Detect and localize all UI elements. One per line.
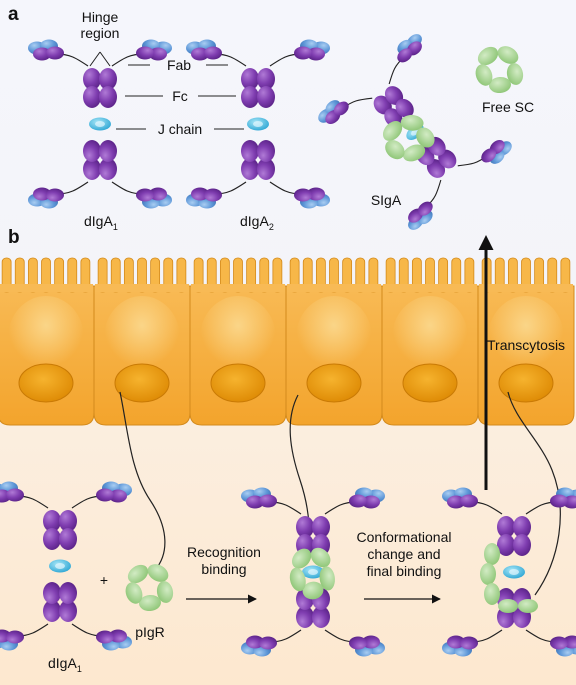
transcytosis-label: Transcytosis bbox=[487, 337, 565, 353]
recognition-label-line2: binding bbox=[201, 561, 246, 577]
epithelial-cell-layer bbox=[0, 257, 575, 426]
cell-nucleus bbox=[498, 363, 554, 403]
cell-nucleus bbox=[210, 363, 266, 403]
fab-label: Fab bbox=[167, 57, 191, 73]
cell-nucleus bbox=[114, 363, 170, 403]
pigr-tether-3 bbox=[507, 391, 561, 596]
cell-nucleus bbox=[306, 363, 362, 403]
pigr-label: pIgR bbox=[135, 624, 165, 640]
cell-nucleus bbox=[18, 363, 74, 403]
pigr-tether-1 bbox=[119, 391, 166, 571]
conformational-label-line3: final binding bbox=[367, 563, 442, 579]
hinge-label-line2: region bbox=[81, 25, 120, 41]
hinge-label-line1: Hinge bbox=[82, 9, 119, 25]
panel-a-label: a bbox=[8, 4, 19, 25]
hinge-pointer bbox=[89, 51, 111, 67]
epithelial-cell bbox=[381, 257, 479, 426]
diga1-label: dIgA1 bbox=[84, 213, 118, 232]
conformational-label-line2: change and bbox=[367, 546, 440, 562]
diga2-label: dIgA2 bbox=[240, 213, 274, 232]
epithelial-cell bbox=[93, 257, 191, 426]
epithelial-cell bbox=[0, 257, 95, 426]
recognition-label-line1: Recognition bbox=[187, 544, 261, 560]
jchain-label: J chain bbox=[158, 121, 202, 137]
conformational-label-line1: Conformational bbox=[357, 529, 452, 545]
final-bound-complex bbox=[442, 488, 576, 657]
siga-label: SIgA bbox=[371, 192, 402, 208]
fc-label: Fc bbox=[172, 88, 188, 104]
free-sc-label: Free SC bbox=[482, 99, 534, 115]
epithelial-cell bbox=[477, 257, 575, 426]
panel-b-label: b bbox=[8, 227, 20, 248]
diga1-b-label: dIgA1 bbox=[48, 655, 82, 674]
plus-sign: + bbox=[100, 572, 108, 588]
cell-nucleus bbox=[402, 363, 458, 403]
epithelial-cell bbox=[285, 257, 383, 426]
epithelial-cell bbox=[189, 257, 287, 426]
